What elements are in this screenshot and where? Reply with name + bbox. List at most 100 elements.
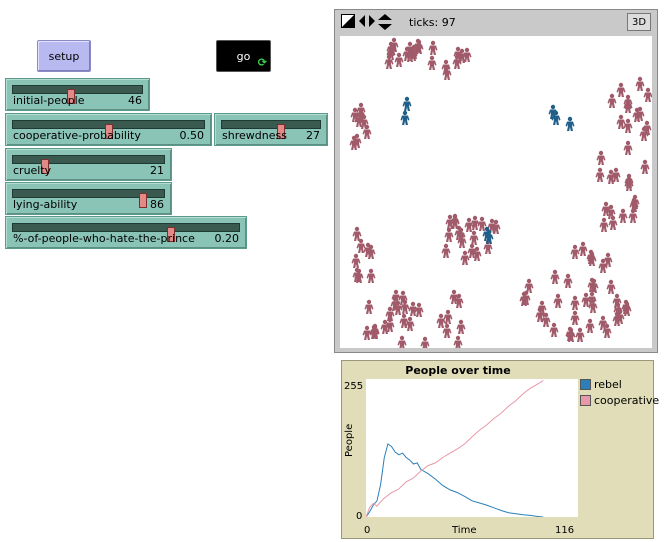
cooperative-person-icon xyxy=(553,293,563,308)
slider-thumb[interactable] xyxy=(104,124,113,139)
cooperative-person-icon xyxy=(436,313,446,328)
slider-label: %-of-people-who-hate-the-prince xyxy=(13,232,195,245)
x-max-label: 116 xyxy=(555,525,575,536)
cooperative-person-icon xyxy=(599,217,609,232)
legend-label: rebel xyxy=(594,378,622,391)
cooperative-person-icon xyxy=(364,299,374,314)
slider-hate-the-prince[interactable]: %-of-people-who-hate-the-prince 0.20 xyxy=(5,216,247,249)
slider-thumb[interactable] xyxy=(167,227,176,242)
rebel-agents xyxy=(400,96,575,244)
cooperative-person-icon xyxy=(616,82,626,97)
slider-thumb[interactable] xyxy=(276,124,285,139)
world-view: ticks: 97 3D xyxy=(334,9,658,353)
cooperative-person-icon xyxy=(596,150,606,165)
setup-label: setup xyxy=(48,49,80,63)
cooperative-agents xyxy=(349,37,652,348)
left-right-arrows-icon[interactable] xyxy=(359,14,375,31)
cooperative-person-icon xyxy=(570,295,580,310)
slider-lying-ability[interactable]: lying-ability 86 xyxy=(5,182,172,215)
x-axis-label: Time xyxy=(452,525,477,536)
cooperative-person-icon xyxy=(469,230,479,245)
slider-cooperative-probability[interactable]: cooperative-probability 0.50 xyxy=(5,113,212,146)
cooperative-person-icon xyxy=(606,279,616,294)
slider-track[interactable] xyxy=(12,223,240,242)
cooperative-person-icon xyxy=(643,87,652,102)
slider-track[interactable] xyxy=(221,120,321,139)
slider-shrewdness[interactable]: shrewdness 27 xyxy=(214,113,328,146)
go-label: go xyxy=(236,49,251,63)
freeze-icon[interactable] xyxy=(341,14,355,31)
x-min-label: 0 xyxy=(364,525,371,536)
ticks-counter: ticks: 97 xyxy=(409,16,456,29)
cooperative-person-icon xyxy=(428,40,438,55)
cooperative-person-icon xyxy=(585,318,595,333)
3d-button[interactable]: 3D xyxy=(627,13,651,31)
slider-label: initial-people xyxy=(13,94,85,107)
cooperative-person-icon xyxy=(420,336,430,348)
plot-area xyxy=(366,379,578,517)
slider-initial-people[interactable]: initial-people 46 xyxy=(5,78,150,111)
slider-label: shrewdness xyxy=(222,129,287,142)
3d-label: 3D xyxy=(631,16,647,28)
cooperative-person-icon xyxy=(595,167,605,182)
cooperative-person-icon xyxy=(453,335,463,348)
slider-value: 27 xyxy=(306,129,320,142)
cooperative-person-icon xyxy=(352,226,362,241)
legend-rebel: rebel xyxy=(580,378,622,391)
cooperative-person-icon xyxy=(549,322,559,337)
go-button[interactable]: go ⟳ xyxy=(216,40,271,72)
people-over-time-plot: People over time 255 0 People 0 Time 116… xyxy=(341,360,659,539)
rebel-person-icon xyxy=(400,110,410,125)
cooperative-person-icon xyxy=(624,176,634,191)
forever-arrows-icon: ⟳ xyxy=(257,56,267,69)
cooperative-person-icon xyxy=(397,335,407,348)
rebel-person-icon xyxy=(565,116,575,131)
slider-track[interactable] xyxy=(12,120,205,139)
cooperative-person-icon xyxy=(441,243,451,258)
cooperative-person-icon xyxy=(607,93,617,108)
slider-thumb[interactable] xyxy=(138,193,147,208)
setup-button[interactable]: setup xyxy=(37,40,91,72)
cooperative-person-icon xyxy=(570,310,580,325)
slider-cruelty[interactable]: cruelty 21 xyxy=(5,148,172,181)
cooperative-person-icon xyxy=(414,302,424,317)
slider-value: 21 xyxy=(150,164,164,177)
cooperative-person-icon xyxy=(351,253,361,268)
cooperative-person-icon xyxy=(362,124,372,139)
cooperative-person-icon xyxy=(444,227,454,242)
cooperative-person-icon xyxy=(623,118,633,133)
series-line-rebel xyxy=(366,443,544,517)
cooperative-person-icon xyxy=(442,323,452,338)
slider-value: 0.50 xyxy=(179,129,205,142)
slider-label: cooperative-probability xyxy=(13,129,141,142)
legend-label: cooperative xyxy=(594,394,660,407)
slider-value: 46 xyxy=(128,94,142,107)
slider-label: lying-ability xyxy=(13,198,78,211)
legend-swatch xyxy=(580,379,591,390)
cooperative-person-icon xyxy=(456,319,466,334)
slider-thumb[interactable] xyxy=(67,89,76,104)
rebel-person-icon xyxy=(402,96,412,111)
world-canvas[interactable] xyxy=(340,36,652,348)
slider-track[interactable] xyxy=(12,155,165,174)
cooperative-person-icon xyxy=(550,269,560,284)
legend-swatch xyxy=(580,395,591,406)
legend-cooperative: cooperative xyxy=(580,394,659,407)
slider-track[interactable] xyxy=(12,85,143,104)
cooperative-person-icon xyxy=(575,327,585,342)
cooperative-person-icon xyxy=(581,292,591,307)
cooperative-person-icon xyxy=(366,268,376,283)
view-toolbar: ticks: 97 3D xyxy=(335,10,657,34)
cooperative-person-icon xyxy=(570,244,580,259)
y-max-label: 255 xyxy=(344,381,364,392)
cooperative-person-icon xyxy=(618,208,628,223)
up-down-arrows-icon[interactable] xyxy=(378,14,392,33)
cooperative-person-icon xyxy=(623,140,633,155)
slider-thumb[interactable] xyxy=(40,159,49,174)
plot-title: People over time xyxy=(405,364,511,377)
cooperative-person-icon xyxy=(563,273,573,288)
slider-value: 86 xyxy=(150,198,164,211)
slider-track[interactable] xyxy=(12,189,165,208)
cooperative-person-icon xyxy=(427,55,437,70)
cooperative-person-icon xyxy=(635,76,645,91)
